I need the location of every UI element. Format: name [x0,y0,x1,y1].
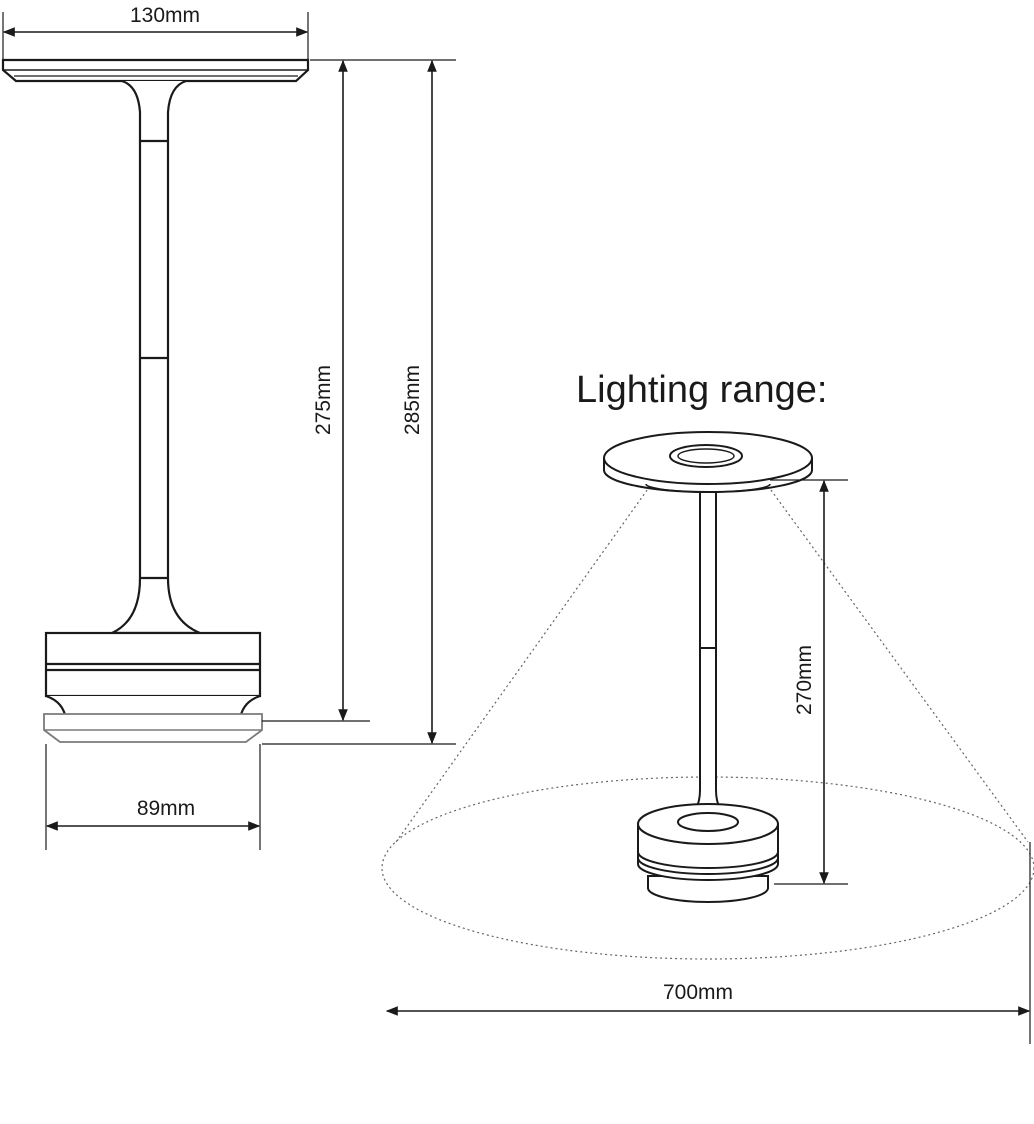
lighting-range-heading: Lighting range: [576,369,827,411]
width-top-label: 130mm [130,4,200,27]
perspective-lamp-base [637,803,779,903]
lighting-height-label: 270mm [793,645,816,715]
height-body-label: 275mm [312,365,335,435]
lighting-dimension-arrows [385,479,1031,1016]
perspective-lamp [603,431,813,903]
perspective-lamp-shade [603,431,813,493]
height-total-label: 285mm [401,365,424,435]
lamp-base [44,631,262,722]
perspective-lamp-stem [683,491,733,821]
width-base-label: 89mm [137,797,195,820]
lighting-extension-lines [770,479,1031,1044]
side-view-extension-lines [2,12,456,850]
side-view-lamp [1,58,310,743]
charging-plate [43,713,263,743]
side-view-dimension-arrows [2,27,437,831]
lighting-range-label: 700mm [663,981,733,1004]
